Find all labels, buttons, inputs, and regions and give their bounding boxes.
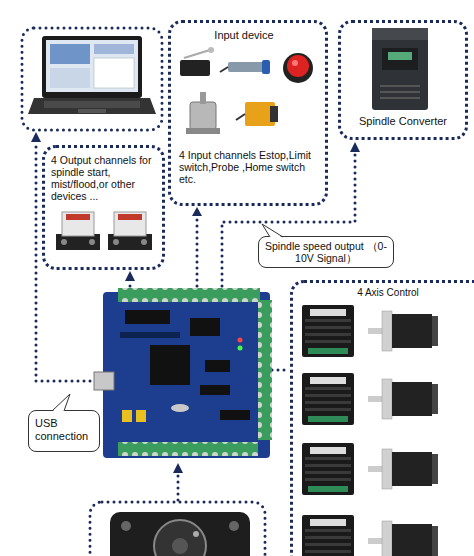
relay-illustration [108, 212, 152, 250]
inverter-illustration [372, 28, 428, 110]
callout-tail [262, 224, 283, 238]
handwheel-frame [90, 502, 265, 556]
output-channel-box: 4 Output channels for spindle start, mis… [42, 145, 165, 270]
axis-control-box: 4 Axis Control [290, 280, 474, 556]
stepper-driver [302, 373, 354, 425]
stepper-driver [302, 443, 354, 495]
stepper-driver [302, 515, 354, 556]
box-heading: 4 Axis Control [333, 287, 443, 299]
callout-tail [52, 394, 70, 412]
input-device-illustration [180, 47, 313, 134]
laptop-frame [22, 28, 162, 130]
box-caption: 4 Output channels for spindle start, mis… [51, 154, 157, 202]
stepper-motor [368, 449, 438, 489]
handwheel-illustration [110, 512, 250, 556]
stepper-driver [302, 305, 354, 357]
speech-callout: USB connection [28, 410, 100, 452]
stepper-motor [368, 379, 438, 419]
stepper-motor [368, 311, 438, 351]
spindle-converter-box: Spindle Converter [338, 20, 468, 140]
callout-text: USB connection [35, 417, 95, 442]
input-device-box: Input device 4 Input channels Estop,Limit… [168, 20, 328, 206]
controller-board [94, 288, 272, 458]
relay-illustration [56, 212, 100, 250]
box-caption: Spindle Converter [341, 115, 465, 128]
speech-callout: Spindle speed output （0-10V Signal） [258, 236, 394, 268]
stepper-motor [368, 521, 438, 556]
callout-text: Spindle speed output （0-10V Signal） [263, 240, 389, 264]
laptop-illustration [28, 36, 156, 114]
box-heading: Input device [189, 29, 299, 42]
box-caption: 4 Input channels Estop,Limit switch,Prob… [179, 149, 317, 185]
